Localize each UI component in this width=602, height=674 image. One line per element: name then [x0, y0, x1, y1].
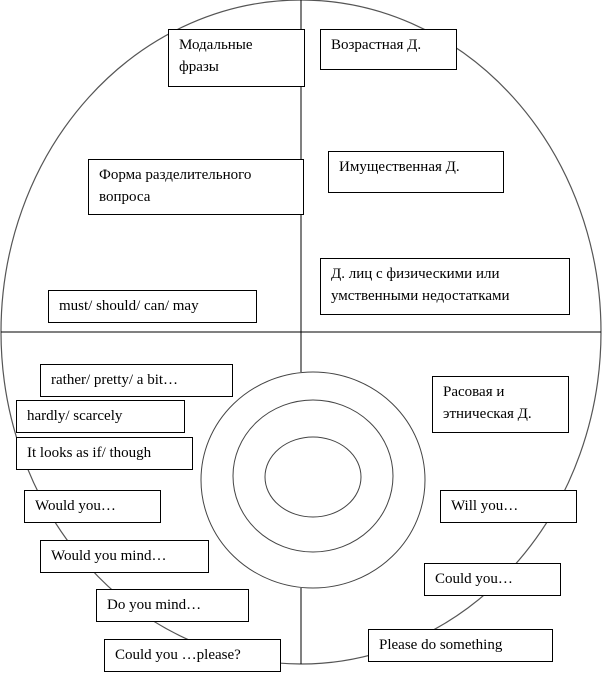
box-line: фразы	[179, 59, 219, 75]
box-line: Please do something	[379, 637, 503, 653]
box-modal-phrases: Модальные фразы	[168, 29, 305, 87]
box-racial-ethnic-discrimination: Расовая и этническая Д.	[432, 376, 569, 433]
box-line: умственными недостатками	[331, 288, 510, 304]
box-tag-question: Форма разделительного вопроса	[88, 159, 304, 215]
box-age-discrimination: Возрастная Д.	[320, 29, 457, 70]
box-do-you-mind: Do you mind…	[96, 589, 249, 622]
box-hardly-scarcely: hardly/ scarcely	[16, 400, 185, 433]
box-line: Возрастная Д.	[331, 37, 422, 53]
box-would-you: Would you…	[24, 490, 161, 523]
box-property-discrimination: Имущественная Д.	[328, 151, 504, 193]
box-looks-as-if: It looks as if/ though	[16, 437, 193, 470]
center-ring-inner	[264, 436, 362, 518]
box-line: Д. лиц с физическими или	[331, 266, 500, 282]
box-would-you-mind: Would you mind…	[40, 540, 209, 573]
box-could-you: Could you…	[424, 563, 561, 596]
box-line: Форма разделительного	[99, 167, 252, 183]
box-could-you-please: Could you …please?	[104, 639, 281, 672]
box-disability-discrimination: Д. лиц с физическими или умственными нед…	[320, 258, 570, 315]
box-line: must/ should/ can/ may	[59, 298, 199, 314]
box-line: Would you mind…	[51, 548, 167, 564]
box-line: Имущественная Д.	[339, 159, 460, 175]
box-line: Will you…	[451, 498, 519, 514]
box-line: Расовая и	[443, 384, 505, 400]
center-ring-outer	[200, 371, 426, 589]
box-line: hardly/ scarcely	[27, 408, 123, 424]
box-line: Could you …please?	[115, 647, 241, 663]
box-line: Do you mind…	[107, 597, 202, 613]
box-line: Would you…	[35, 498, 116, 514]
box-hedges: rather/ pretty/ a bit…	[40, 364, 233, 397]
box-line: Модальные	[179, 37, 253, 53]
center-ring-middle	[232, 399, 394, 553]
box-line: Could you…	[435, 571, 513, 587]
box-line: вопроса	[99, 189, 151, 205]
box-will-you: Will you…	[440, 490, 577, 523]
box-please-do-something: Please do something	[368, 629, 553, 662]
box-line: rather/ pretty/ a bit…	[51, 372, 179, 388]
box-line: этническая Д.	[443, 406, 532, 422]
box-modal-verbs: must/ should/ can/ may	[48, 290, 257, 323]
box-line: It looks as if/ though	[27, 445, 152, 461]
